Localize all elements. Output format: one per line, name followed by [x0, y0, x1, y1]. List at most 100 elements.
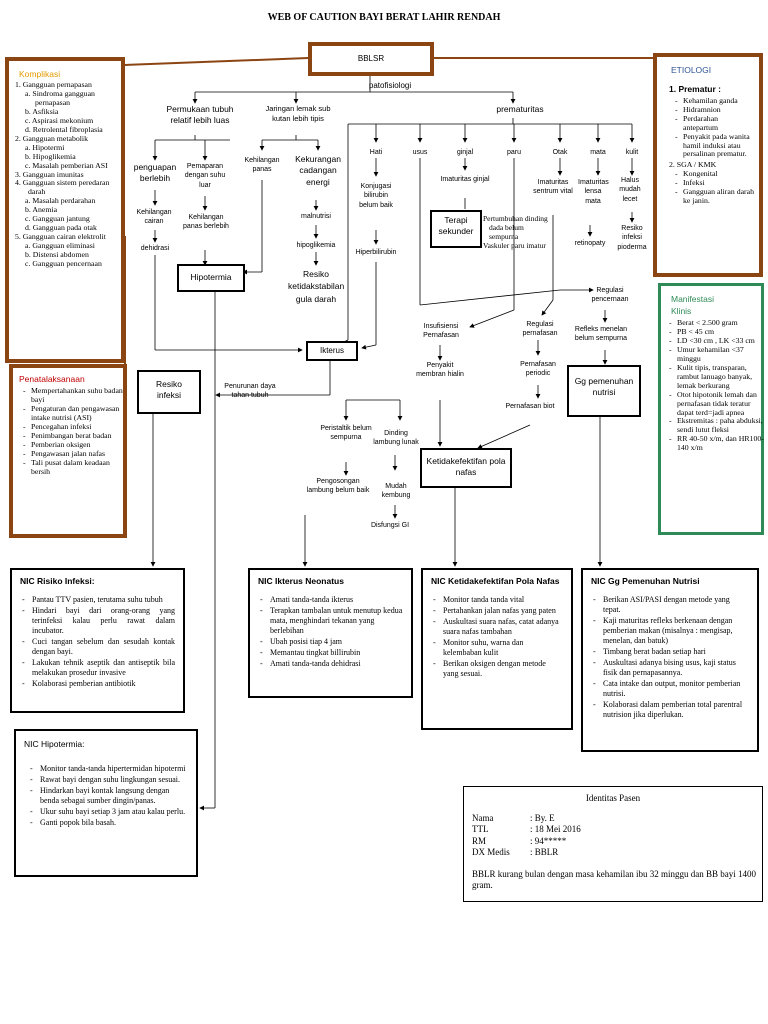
branch-prematuritas: prematuritas: [496, 104, 544, 114]
identitas-rows: Nama: By. E TTL: 18 Mei 2016 RM: 94*****…: [472, 813, 752, 858]
node-kekurangan: Kekurangan cadangan energi: [295, 154, 341, 187]
identitas-box: Identitas Pasen Nama: By. E TTL: 18 Mei …: [463, 786, 763, 902]
node-disfungsi: Disfungsi GI: [370, 522, 410, 529]
node-hipotermia-box: Hipotermia: [177, 264, 245, 292]
node-penurunan: Penurunan daya tahan tubuh: [224, 383, 276, 400]
komplikasi-group-4: 4. Gangguan sistem peredaran darah a. Ma…: [15, 178, 110, 233]
nic-hipotermia-list: Monitor tanda-tanda hipertermidan hipote…: [24, 764, 188, 828]
branch-permukaan: Permukaan tubuh relatif lebih luas: [166, 104, 234, 126]
node-penguapan: penguapan berlebih: [133, 162, 177, 184]
etiologi-box: ETIOLOGI 1. Prematur : Kehamilan ganda H…: [653, 53, 763, 277]
nic-pola-nafas-title: NIC Ketidakefektifan Pola Nafas: [431, 576, 560, 586]
komplikasi-list: 1. Gangguan pernapasan a. Sindroma gangg…: [15, 80, 119, 269]
branch-jaringan: Jaringan lemak sub kutan lebih tipis: [265, 104, 331, 124]
node-gg-pemenuhan: Gg pemenuhan nutrisi: [574, 376, 634, 398]
node-penyakit-membran: Penyakit membran hialin: [416, 362, 464, 379]
manifestasi-heading: Manifestasi Klinis: [671, 294, 714, 316]
organ-usus: usus: [412, 149, 428, 156]
penatalaksanaan-list: Mempertahankan suhu badan bayi Pengatura…: [21, 386, 129, 477]
root-node: BBLSR: [308, 42, 434, 76]
komplikasi-group-5: 5. Gangguan cairan elektrolit a. Ganggua…: [15, 232, 106, 269]
nic-nutrisi-title: NIC Gg Pemenuhan Nutrisi: [591, 576, 700, 586]
identitas-row: Nama: By. E: [472, 813, 555, 823]
node-malnutrisi: malnutrisi: [301, 213, 331, 220]
komplikasi-heading: Komplikasi: [19, 69, 61, 79]
node-ketidakefektifan: Ketidakefektifan pola nafas: [426, 456, 506, 478]
komplikasi-group-2: 2. Gangguan metabolik a. Hipotermi b. Hi…: [15, 133, 108, 170]
manifestasi-list: Berat < 2.500 gram PB < 45 cm LD <30 cm …: [667, 318, 768, 453]
node-retinopaty: retinopaty: [574, 240, 606, 247]
node-dinding-lambung: Dinding lambung lunak: [373, 430, 419, 447]
organ-hati: Hati: [369, 149, 383, 156]
organ-ginjal: ginjal: [456, 149, 474, 156]
etiologi-list: 1. Prematur : Kehamilan ganda Hidramnion…: [669, 84, 755, 206]
nic-nutrisi: NIC Gg Pemenuhan Nutrisi Berikan ASI/PAS…: [581, 568, 759, 752]
identitas-note: BBLR kurang bulan dengan masa kehamilan …: [472, 869, 756, 891]
node-insufisiensi: Insufisiensi Pernafasan: [423, 323, 459, 340]
paru-effects: Pertumbuhan dinding dada belum sempurna …: [483, 214, 553, 250]
node-regulasi-pernafasan: Regulasi pernafasan: [522, 321, 558, 338]
node-refleks: Refleks menelan belum sempurna: [574, 326, 628, 343]
node-ikterus: Ikterus: [319, 346, 344, 355]
node-resiko-infeksi-box: Resiko infeksi: [137, 370, 201, 414]
node-resiko-infeksi: Resiko infeksi: [156, 379, 182, 401]
manifestasi-box: Manifestasi Klinis Berat < 2.500 gram PB…: [658, 283, 764, 535]
node-hipoglikemia: hipoglikemia: [296, 242, 336, 249]
komplikasi-group-1: 1. Gangguan pernapasan a. Sindroma gangg…: [15, 80, 103, 134]
nic-risiko-infeksi: NIC Risiko Infeksi: Pantau TTV pasien, t…: [10, 568, 185, 713]
node-pernafasan-periodic: Pernafasan periodic: [520, 361, 556, 378]
root-label: BBLSR: [357, 54, 385, 63]
node-vaskuler: Vaskuler paru imatur: [483, 241, 546, 250]
nic-risiko-infeksi-list: Pantau TTV pasien, terutama suhu tubuh H…: [20, 595, 175, 689]
node-pemaparan: Pemaparan dengan suhu luar: [184, 163, 226, 189]
identitas-row: TTL: 18 Mei 2016: [472, 824, 581, 835]
node-gg-pemenuhan-box: Gg pemenuhan nutrisi: [567, 365, 641, 417]
node-kehilangan-panas: Kehilangan panas: [244, 157, 280, 174]
node-imaturitas-ginjal: Imaturitas ginjal: [440, 176, 490, 183]
organ-paru: paru: [506, 149, 521, 156]
nic-risiko-infeksi-title: NIC Risiko Infeksi:: [20, 576, 95, 586]
node-halus: Halus mudah lecet: [619, 177, 641, 203]
node-terapi-sekunder-box: Terapi sekunder: [430, 210, 482, 248]
node-peristaltik: Peristaltik belum sempurna: [320, 425, 372, 442]
node-hipotermia: Hipotermia: [190, 272, 232, 282]
patofisiologi-label: patofisiologi: [368, 81, 412, 90]
node-imaturitas-sentrum: Imaturitas sentrum vital: [533, 179, 573, 196]
node-pengosongan: Pengosongan lambung belum baik: [306, 478, 370, 495]
node-dehidrasi: dehidrasi: [140, 245, 170, 252]
nic-nutrisi-list: Berikan ASI/PASI dengan metode yang tepa…: [591, 595, 749, 720]
node-ikterus-box: Ikterus: [306, 341, 358, 361]
organ-otak: Otak: [552, 149, 568, 156]
nic-ikterus: NIC Ikterus Neonatus Amati tanda-tanda i…: [248, 568, 413, 698]
node-resiko-infeksi-pioderma: Resiko infeksi pioderma: [617, 225, 647, 251]
node-pertumbuhan: Pertumbuhan dinding dada belum sempurna: [483, 214, 548, 241]
penatalaksanaan-box: Penatalaksanaan Mempertahankan suhu bada…: [9, 364, 127, 538]
nic-ikterus-title: NIC Ikterus Neonatus: [258, 576, 344, 586]
identitas-row: DX Medis: BBLR: [472, 846, 559, 857]
nic-hipotermia: NIC Hipotermia: Monitor tanda-tanda hipe…: [14, 729, 198, 877]
organ-kulit: kulit: [625, 149, 639, 156]
node-hiperbilirubin: Hiperbilirubin: [355, 249, 397, 256]
nic-pola-nafas: NIC Ketidakefektifan Pola Nafas Monitor …: [421, 568, 573, 730]
penatalaksanaan-heading: Penatalaksanaan: [19, 374, 85, 384]
node-resiko-ketidakstabilan: Resiko ketidakstabilan gula darah: [288, 269, 345, 304]
node-kehilangan-panas-berlebih: Kehilangan panas berlebih: [183, 214, 229, 231]
node-ketidakefektifan-box: Ketidakefektifan pola nafas: [420, 448, 512, 488]
node-mudah-kembung: Mudah kembung: [381, 483, 411, 500]
identitas-row: RM: 94*****: [472, 835, 567, 846]
komplikasi-group-3: 3. Gangguan imunitas: [15, 169, 84, 179]
node-imaturitas-lensa: Imaturitas lensa mata: [578, 179, 609, 205]
etiologi-heading: ETIOLOGI: [671, 65, 712, 75]
node-kehilangan-cairan: Kehilangan cairan: [136, 209, 172, 226]
organ-mata: mata: [590, 149, 606, 156]
node-regulasi-pencernaan: Regulasi pencernaan: [591, 287, 629, 304]
nic-pola-nafas-list: Monitor tanda tanda vital Pertahankan ja…: [431, 595, 563, 679]
node-terapi-sekunder: Terapi sekunder: [438, 215, 474, 237]
komplikasi-box: Komplikasi 1. Gangguan pernapasan a. Sin…: [5, 57, 125, 363]
node-konjugasi: Konjugasi bilirubin belum baik: [359, 183, 393, 209]
nic-hipotermia-title: NIC Hipotermia:: [24, 739, 85, 749]
node-pernafasan-biot: Pernafasan biot: [505, 403, 555, 410]
page-title: WEB OF CAUTION BAYI BERAT LAHIR RENDAH: [267, 12, 501, 23]
nic-ikterus-list: Amati tanda-tanda ikterus Terapkan tamba…: [258, 595, 403, 669]
